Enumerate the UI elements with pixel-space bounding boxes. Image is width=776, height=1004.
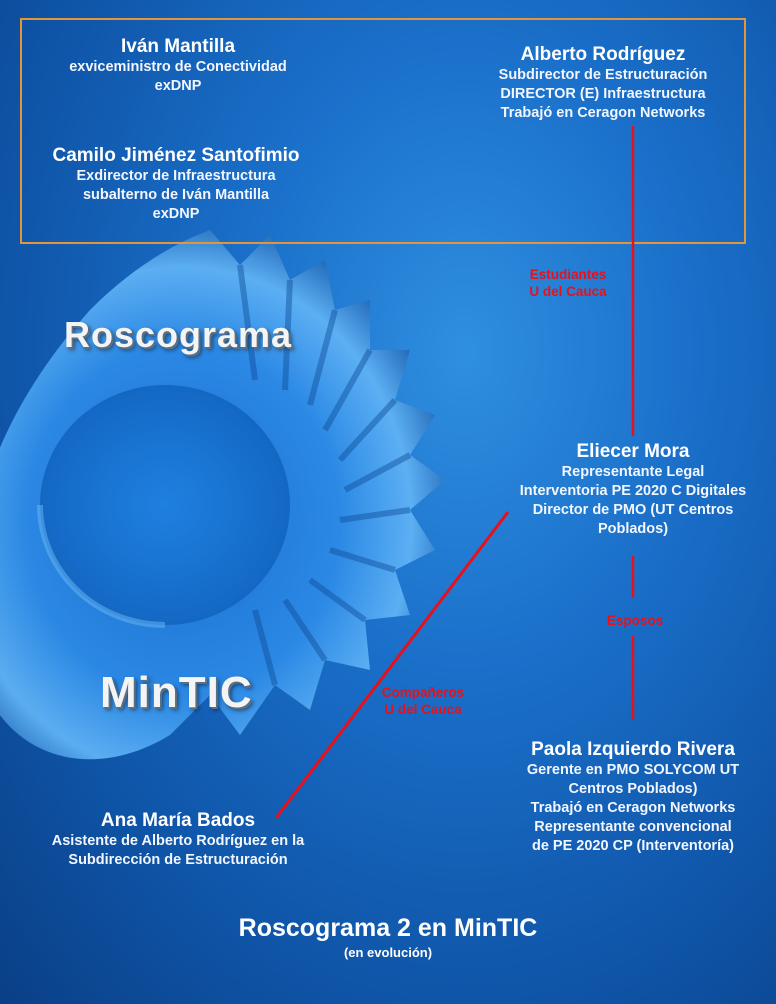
person-detail: Gerente en PMO SOLYCOM UT bbox=[526, 762, 740, 778]
line-eliecer-ana bbox=[274, 511, 510, 819]
relation-text: Estudiantes bbox=[529, 267, 607, 282]
logo-mintic: MinTIC bbox=[100, 668, 253, 717]
person-detail: Subdirector de Estructuración bbox=[498, 67, 708, 83]
person-detail: Director de PMO (UT Centros bbox=[532, 502, 734, 518]
person-detail: Subdirección de Estructuración bbox=[68, 852, 288, 868]
person-paola: Paola Izquierdo Rivera Gerente en PMO SO… bbox=[490, 739, 776, 856]
person-camilo: Camilo Jiménez Santofimio Exdirector de … bbox=[26, 145, 326, 224]
person-detail: Interventoria PE 2020 C Digitales bbox=[519, 483, 747, 499]
torus-illustration bbox=[0, 190, 460, 830]
person-detail: exDNP bbox=[154, 78, 202, 94]
person-detail: Representante Legal bbox=[561, 464, 705, 480]
person-name: Ana María Bados bbox=[100, 810, 256, 831]
person-ana: Ana María Bados Asistente de Alberto Rod… bbox=[18, 810, 338, 870]
person-detail: Trabajó en Ceragon Networks bbox=[500, 105, 706, 121]
person-ivan: Iván Mantilla exviceministro de Conectiv… bbox=[28, 36, 328, 96]
person-name: Eliecer Mora bbox=[576, 441, 690, 462]
torus-graphic bbox=[0, 230, 445, 760]
person-detail: de PE 2020 CP (Interventoría) bbox=[531, 838, 734, 854]
footer-title: Roscograma 2 en MinTIC bbox=[238, 914, 538, 942]
relation-text: U del Cauca bbox=[529, 284, 607, 299]
person-detail: Trabajó en Ceragon Networks bbox=[530, 800, 736, 816]
relation-text: Compañeros bbox=[381, 685, 465, 700]
footer-subtitle: (en evolución) bbox=[343, 945, 433, 960]
relation-text: Esposos bbox=[606, 613, 664, 628]
person-detail: DIRECTOR (E) Infraestructura bbox=[500, 86, 706, 102]
person-detail: Exdirector de Infraestructura bbox=[76, 168, 276, 184]
top-frame bbox=[20, 18, 746, 244]
person-detail: Representante convencional bbox=[534, 819, 732, 835]
person-detail: subalterno de Iván Mantilla bbox=[82, 187, 270, 203]
person-name: Alberto Rodríguez bbox=[520, 44, 686, 65]
person-detail: Poblados) bbox=[597, 521, 669, 537]
person-name: Camilo Jiménez Santofimio bbox=[52, 145, 300, 166]
person-name: Paola Izquierdo Rivera bbox=[531, 739, 735, 760]
relation-estudiantes: Estudiantes U del Cauca bbox=[503, 266, 633, 300]
logo-roscograma: Roscograma bbox=[64, 314, 293, 355]
person-name: Iván Mantilla bbox=[120, 36, 236, 57]
person-detail: Asistente de Alberto Rodríguez en la bbox=[51, 833, 305, 849]
person-alberto: Alberto Rodríguez Subdirector de Estruct… bbox=[458, 44, 748, 123]
person-detail: exviceministro de Conectividad bbox=[69, 59, 287, 75]
person-detail: Centros Poblados) bbox=[568, 781, 698, 797]
relation-esposos: Esposos bbox=[570, 612, 700, 629]
relation-companeros: Compañeros U del Cauca bbox=[358, 684, 488, 718]
person-eliecer: Eliecer Mora Representante Legal Interve… bbox=[492, 441, 774, 539]
relation-text: U del Cauca bbox=[384, 702, 462, 717]
person-detail: exDNP bbox=[152, 206, 200, 222]
